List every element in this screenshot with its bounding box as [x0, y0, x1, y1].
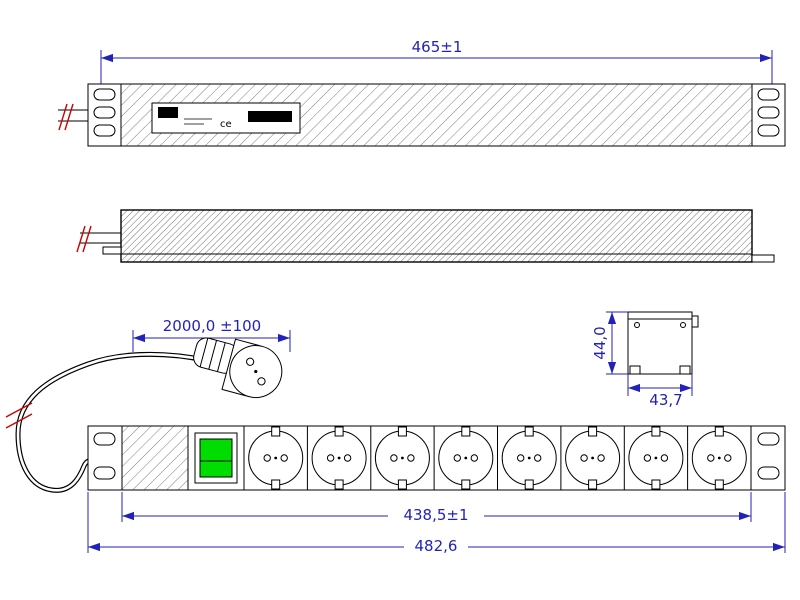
- front-hatched-section: [121, 425, 189, 491]
- front-view: 438,5±1 482,6: [87, 425, 786, 555]
- dim-cable-length: 2000,0 ±100: [132, 317, 291, 352]
- break-mark: [76, 225, 92, 253]
- left-bracket-slots: [93, 88, 116, 137]
- power-cord: [5, 351, 206, 493]
- dim-cable-length-label: 2000,0 ±100: [163, 317, 261, 335]
- break-mark: [58, 103, 74, 131]
- dim-end-height: 44,0: [591, 311, 628, 375]
- dim-end-width: 43,7: [627, 374, 693, 409]
- dim-mounting-span-label: 438,5±1: [403, 506, 468, 524]
- end-view: 44,0 43,7: [591, 311, 699, 409]
- plug-pin-hole: [246, 357, 255, 366]
- dim-overall-width: 482,6: [87, 492, 786, 555]
- side-left-tab: [102, 246, 122, 255]
- top-view: 465±1 ce: [58, 38, 786, 147]
- rating-label: ce: [151, 102, 301, 134]
- dim-overall-width-label: 482,6: [415, 537, 458, 555]
- module-separators: [187, 426, 689, 490]
- power-switch: [194, 432, 238, 484]
- right-bracket-slots-front: [757, 432, 780, 480]
- ce-mark: ce: [220, 119, 232, 130]
- left-bracket-slots-front: [93, 432, 116, 480]
- side-cable-stub: [76, 225, 121, 253]
- plug-pin-hole: [257, 377, 266, 386]
- dim-overall-top-label: 465±1: [412, 38, 463, 56]
- schuko-plug: [193, 337, 283, 399]
- dim-overall-top: 465±1: [100, 38, 773, 84]
- dim-mounting-span: 438,5±1: [121, 492, 752, 524]
- rear-cable-stub: [58, 103, 88, 131]
- power-cord-and-plug: 2000,0 ±100: [5, 317, 291, 493]
- end-profile: [627, 311, 693, 375]
- dim-end-width-label: 43,7: [649, 391, 682, 409]
- switch-rocker: [199, 438, 233, 478]
- right-bracket-slots: [757, 88, 780, 137]
- side-profile: [120, 209, 753, 263]
- dim-end-height-label: 44,0: [591, 326, 609, 359]
- side-view: [76, 209, 775, 263]
- side-right-tab: [751, 254, 775, 263]
- break-mark: [5, 402, 33, 429]
